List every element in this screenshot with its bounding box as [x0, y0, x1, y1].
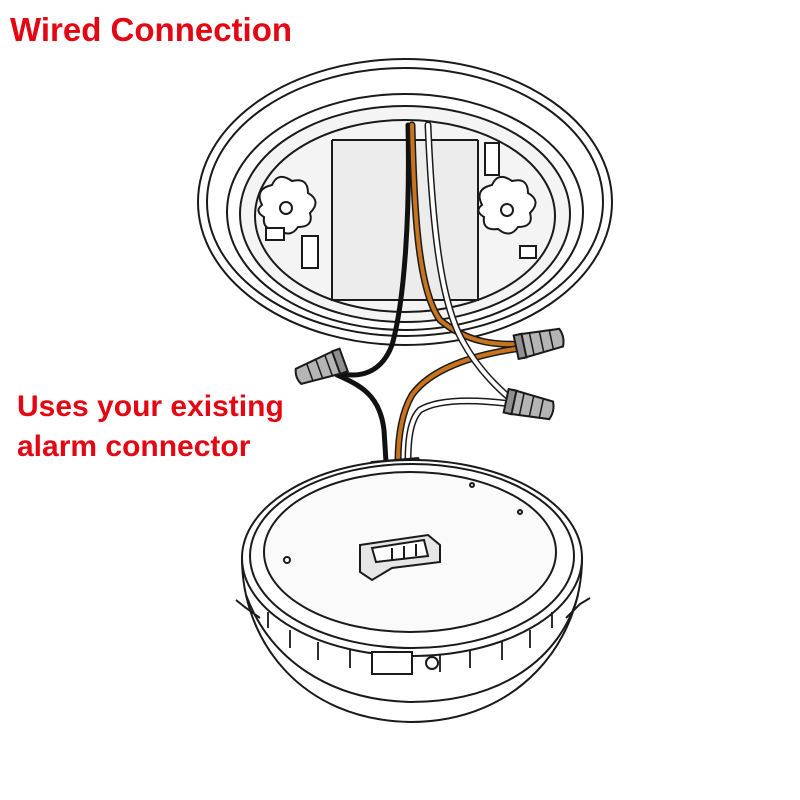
mounting-plate-icon	[197, 58, 613, 346]
diagram-title: Wired Connection	[10, 11, 293, 48]
wire-bundle	[333, 121, 529, 466]
wire-nut-icon	[502, 387, 555, 421]
caption-line-1: Uses your existing	[17, 390, 284, 423]
wire-nut-icon	[512, 327, 565, 361]
smoke-alarm-body-icon	[235, 459, 591, 724]
wire-nut-icon	[294, 347, 350, 385]
diagram-caption: Uses your existing alarm connector	[17, 387, 284, 467]
caption-line-2: alarm connector	[17, 430, 251, 463]
